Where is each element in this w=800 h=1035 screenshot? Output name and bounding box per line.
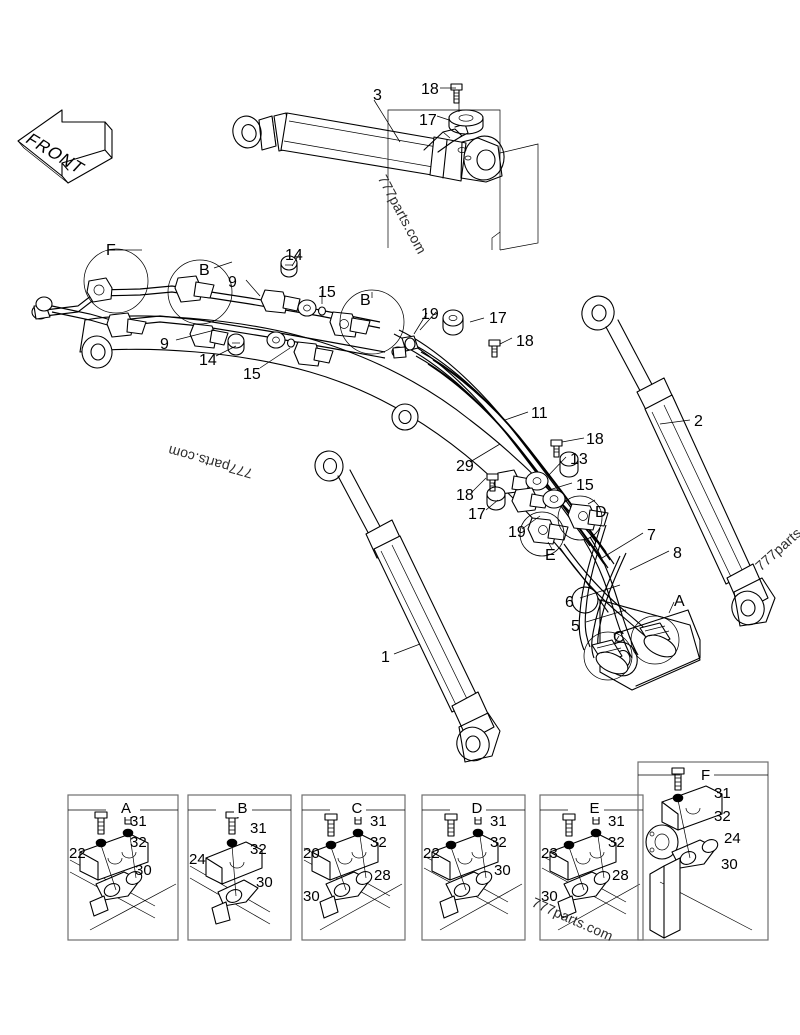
- detail-D-callout-22: 22: [423, 845, 440, 862]
- detail-box-header-A: A: [117, 800, 136, 817]
- detail-E-callout-23: 23: [541, 845, 558, 862]
- callout-18: 18: [516, 333, 534, 350]
- detail-D-callout-32: 32: [490, 834, 507, 851]
- tube-9-upper-shape: [31, 255, 381, 338]
- callout-17: 17: [419, 112, 437, 129]
- detail-A-callout-31: 31: [130, 813, 147, 830]
- callout-14: 14: [285, 247, 303, 264]
- detail-box-B-art: [187, 794, 292, 941]
- callout-18: 18: [421, 81, 439, 98]
- callout-11: 11: [531, 405, 548, 422]
- detail-E-callout-28: 28: [612, 867, 629, 884]
- detail-C-callout-32: 32: [370, 834, 387, 851]
- front-arrow-shape: [17, 109, 113, 184]
- callout-A: A: [674, 593, 685, 610]
- callout-E: E: [545, 547, 556, 564]
- bundle-clamps-shape: [391, 309, 609, 545]
- detail-E-callout-32: 32: [608, 834, 625, 851]
- callout-B: B: [360, 292, 371, 309]
- callout-1: 1: [381, 649, 390, 666]
- detail-C-callout-30: 30: [303, 888, 320, 905]
- detail-F-callout-30: 30: [721, 856, 738, 873]
- detail-box-header-D: D: [467, 800, 487, 817]
- callout-19: 19: [421, 306, 439, 323]
- detail-F-callout-32: 32: [714, 808, 731, 825]
- detail-A-callout-22: 22: [69, 845, 86, 862]
- detail-F-callout-24: 24: [724, 830, 741, 847]
- detail-F-callout-31: 31: [714, 785, 731, 802]
- callout-2: 2: [694, 413, 703, 430]
- detail-E-callout-30: 30: [541, 888, 558, 905]
- callout-18: 18: [586, 431, 604, 448]
- cylinder-3-shape: [232, 112, 505, 183]
- callout-15: 15: [243, 366, 261, 383]
- detail-B-callout-32: 32: [250, 841, 267, 858]
- callout-14: 14: [199, 352, 217, 369]
- callout-8: 8: [673, 545, 682, 562]
- detail-box-header-F: F: [697, 767, 715, 784]
- detail-A-callout-32: 32: [130, 834, 147, 851]
- callout-C: C: [613, 629, 625, 646]
- callout-29: 29: [456, 458, 474, 475]
- detail-D-callout-30: 30: [494, 862, 511, 879]
- cylinder-1-shape: [337, 469, 501, 763]
- callout-15: 15: [576, 477, 594, 494]
- callout-3: 3: [373, 87, 382, 104]
- detail-E-callout-31: 31: [608, 813, 625, 830]
- callout-13: 13: [570, 451, 588, 468]
- detail-box-F-art: [637, 761, 769, 941]
- callout-18: 18: [456, 487, 474, 504]
- detail-box-D-art: [421, 794, 526, 941]
- detail-B-callout-31: 31: [250, 820, 267, 837]
- callout-D: D: [595, 504, 607, 521]
- detail-C-callout-28: 28: [374, 867, 391, 884]
- tube-9-lower-shape: [35, 296, 386, 367]
- callout-9: 9: [160, 336, 169, 353]
- detail-C-callout-20: 20: [303, 845, 320, 862]
- boom-arm-shape: [79, 315, 701, 691]
- detail-box-E-art: [539, 794, 644, 941]
- callout-15: 15: [318, 284, 336, 301]
- detail-box-A-art: [67, 794, 179, 941]
- leader-lines-main: [83, 87, 691, 681]
- callout-5: 5: [571, 618, 580, 635]
- mount-bracket-outline: [387, 109, 539, 251]
- callout-6: 6: [565, 594, 574, 611]
- detail-box-header-C: C: [347, 800, 367, 817]
- hose-bundle-11-29-shape: [393, 329, 615, 569]
- cylinder-2-shape: [581, 295, 776, 627]
- callout-17: 17: [468, 506, 486, 523]
- washer-17-bolt-18-top-shape: [448, 83, 484, 135]
- callout-B: B: [199, 262, 210, 279]
- detail-D-callout-31: 31: [490, 813, 507, 830]
- detail-C-callout-31: 31: [370, 813, 387, 830]
- callout-F: F: [106, 242, 116, 259]
- detail-B-callout-30: 30: [256, 874, 273, 891]
- detail-A-callout-30: 30: [135, 862, 152, 879]
- callout-17: 17: [489, 310, 507, 327]
- detail-box-header-B: B: [233, 800, 252, 817]
- callout-9: 9: [228, 274, 237, 291]
- detail-box-C-art: [301, 794, 406, 941]
- callout-7: 7: [647, 527, 656, 544]
- callout-19: 19: [508, 524, 526, 541]
- hose-end-fittings-shape: [591, 622, 677, 675]
- detail-box-header-E: E: [585, 800, 604, 817]
- detail-B-callout-24: 24: [189, 851, 206, 868]
